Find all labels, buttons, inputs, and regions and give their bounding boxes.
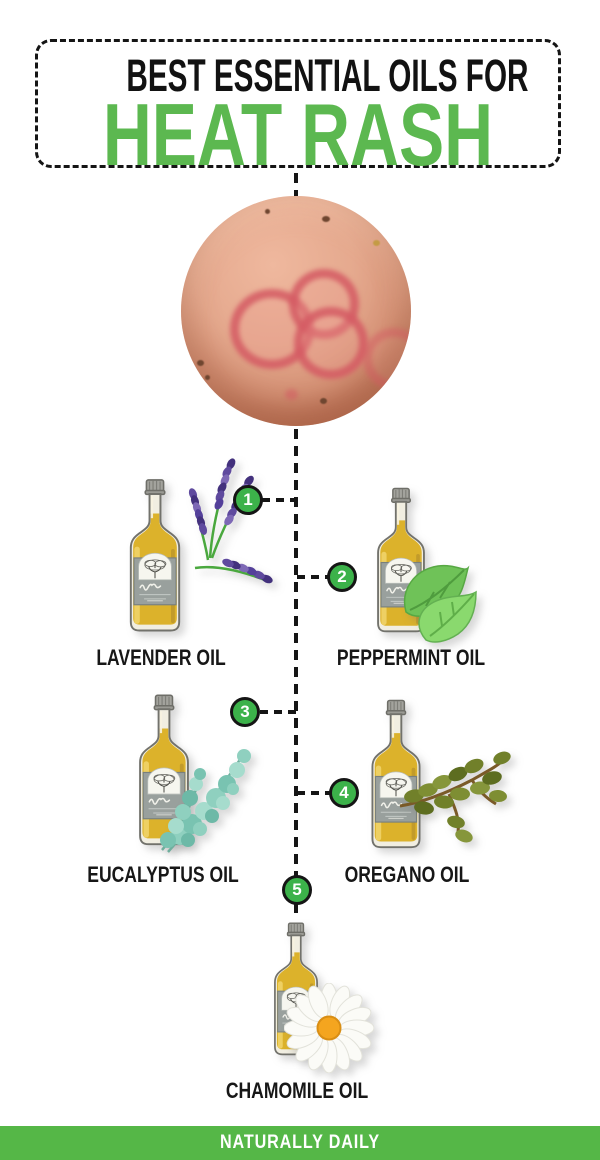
rash-ring — [294, 307, 368, 379]
title-line2: HEAT RASH — [102, 85, 494, 184]
skin-mole — [197, 360, 204, 366]
heat-rash-photo — [181, 196, 411, 426]
oil-label-chamomile: CHAMOMILE OIL — [225, 1078, 369, 1103]
step-badge-5: 5 — [282, 875, 312, 905]
skin-mole — [322, 216, 330, 222]
connector-badge5-to-bottle — [294, 904, 298, 913]
title-line1: BEST ESSENTIAL OILS FOR — [126, 50, 529, 101]
rash-ring — [363, 328, 411, 390]
step-badge-2: 2 — [327, 562, 357, 592]
connector-badge4 — [297, 791, 330, 795]
rash-blotch — [285, 389, 298, 400]
mint-leaves-icon — [403, 564, 477, 643]
title-box: BEST ESSENTIAL OILS FOR HEAT RASH — [35, 39, 561, 178]
step-number: 5 — [292, 880, 302, 899]
lavender-flowers-icon — [188, 458, 273, 584]
oil-label-oregano: OREGANO OIL — [344, 862, 470, 887]
oregano-branch-icon — [399, 751, 511, 843]
connector-title-to-photo — [294, 173, 298, 197]
step-number: 2 — [337, 567, 347, 586]
connector-badge1 — [262, 498, 296, 502]
step-badge-1: 1 — [233, 485, 263, 515]
brand-name: NATURALLY DAILY — [220, 1132, 380, 1153]
step-number: 3 — [240, 702, 250, 721]
eucalyptus-branch-icon — [160, 749, 251, 853]
oil-label-eucalyptus: EUCALYPTUS OIL — [87, 862, 239, 887]
oil-label-peppermint: PEPPERMINT OIL — [336, 645, 486, 670]
step-badge-4: 4 — [329, 778, 359, 808]
oil-label-lavender: LAVENDER OIL — [96, 645, 226, 670]
step-badge-3: 3 — [230, 697, 260, 727]
footer-bar: NATURALLY DAILY — [0, 1126, 600, 1160]
skin-mole — [265, 209, 270, 214]
step-number: 1 — [243, 490, 253, 509]
connector-badge2 — [297, 575, 328, 579]
connector-badge3 — [260, 710, 296, 714]
chamomile-flower-icon — [284, 983, 374, 1073]
skin-mole — [205, 375, 210, 380]
step-number: 4 — [339, 783, 349, 802]
skin-mole — [320, 398, 327, 404]
connector-main-line — [294, 429, 298, 876]
skin-fleck — [373, 240, 380, 246]
